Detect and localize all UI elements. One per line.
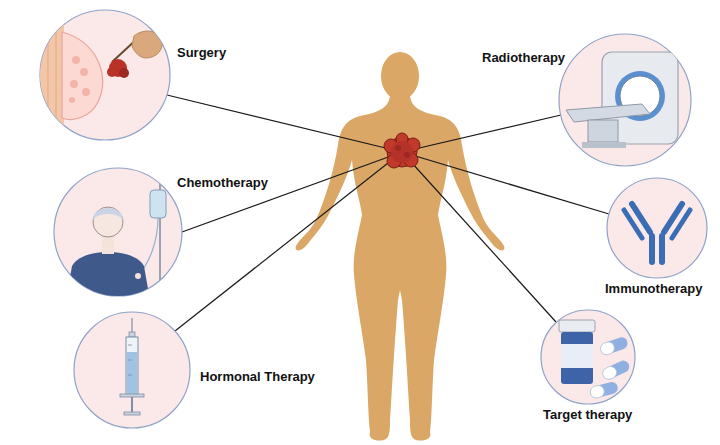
antibody-icon — [624, 204, 690, 262]
icon-circle — [607, 178, 707, 278]
scanner-icon — [566, 104, 650, 122]
treatment-node: Chemotherapy — [54, 168, 269, 296]
treatment-node: Hormonal Therapy — [74, 312, 315, 428]
syringe-icon — [124, 412, 140, 415]
body-silhouette — [296, 52, 505, 441]
leader-line — [402, 152, 609, 214]
iv-patient-icon — [150, 190, 166, 218]
iv-patient-icon — [93, 208, 123, 220]
iv-patient-icon — [66, 252, 150, 300]
syringe-icon — [120, 318, 144, 415]
therapy-label: Target therapy — [543, 407, 632, 423]
pill-icon — [589, 381, 619, 400]
treatment-node: Surgery — [40, 10, 227, 140]
icon-circle — [559, 34, 691, 166]
pill-icon — [559, 320, 631, 399]
syringe-icon — [131, 397, 133, 412]
scalpel-icon — [40, 10, 162, 140]
leader-line — [167, 95, 609, 331]
scalpel-icon — [48, 10, 49, 140]
scanner-icon — [588, 120, 618, 142]
scanner-icon — [566, 52, 678, 148]
iv-patient-icon — [93, 207, 123, 237]
therapy-label: Hormonal Therapy — [200, 369, 315, 385]
pill-icon — [599, 336, 629, 357]
scalpel-icon — [132, 31, 162, 58]
pill-icon — [561, 344, 593, 368]
therapy-label: Surgery — [177, 45, 226, 61]
scalpel-icon — [62, 32, 103, 119]
pill-icon — [589, 381, 619, 400]
leader-line — [402, 152, 556, 322]
scalpel-icon — [82, 88, 90, 96]
pill-icon — [559, 320, 595, 332]
antibody-icon — [624, 210, 642, 238]
pill-icon — [561, 332, 593, 384]
pill-icon — [601, 359, 631, 382]
therapy-label: Immunotherapy — [605, 281, 703, 297]
scalpel-icon — [56, 10, 57, 140]
antibody-icon — [659, 236, 665, 262]
syringe-icon — [120, 394, 144, 397]
scalpel-icon — [119, 68, 129, 78]
treatment-node: Immunotherapy — [605, 178, 707, 297]
tumor-mass — [391, 141, 413, 163]
syringe-icon — [129, 332, 135, 337]
iv-patient-icon — [102, 236, 114, 254]
scalpel-icon — [70, 80, 78, 88]
syringe-icon — [128, 375, 132, 376]
treatment-node: Radiotherapy — [482, 34, 691, 166]
scalpel-icon — [72, 56, 80, 64]
leader-line — [167, 95, 402, 152]
icon-circle — [40, 10, 170, 140]
scanner-icon — [582, 142, 626, 148]
body-silhouette — [296, 96, 505, 441]
syringe-icon — [128, 345, 132, 346]
scalpel-icon — [40, 10, 64, 140]
iv-patient-icon — [66, 178, 166, 300]
icon-circle — [541, 310, 635, 404]
syringe-icon — [128, 360, 132, 361]
icon-circle — [40, 10, 707, 428]
pill-icon — [599, 340, 616, 356]
leader-line — [175, 152, 402, 331]
treatment-node: Target therapy — [541, 310, 635, 423]
syringe-icon — [126, 337, 138, 395]
tumor-mass — [404, 152, 410, 158]
therapy-label: Radiotherapy — [482, 50, 565, 66]
body-silhouette — [381, 52, 419, 100]
tumor-mass — [395, 145, 401, 151]
pill-icon — [601, 365, 619, 382]
scalpel-icon — [69, 97, 75, 103]
icon-circle — [74, 312, 190, 428]
leader-line — [182, 152, 402, 232]
pill-icon — [601, 359, 631, 382]
pill-icon — [599, 336, 629, 357]
antibody-icon — [672, 210, 690, 238]
leader-line — [402, 115, 561, 152]
therapy-label: Chemotherapy — [177, 175, 268, 191]
tumor-mass — [384, 133, 420, 168]
iv-patient-icon — [135, 273, 141, 279]
pill-icon — [589, 384, 606, 399]
syringe-icon — [127, 352, 137, 394]
scalpel-icon — [107, 67, 117, 77]
antibody-icon — [649, 236, 655, 262]
scalpel-icon — [80, 68, 88, 76]
